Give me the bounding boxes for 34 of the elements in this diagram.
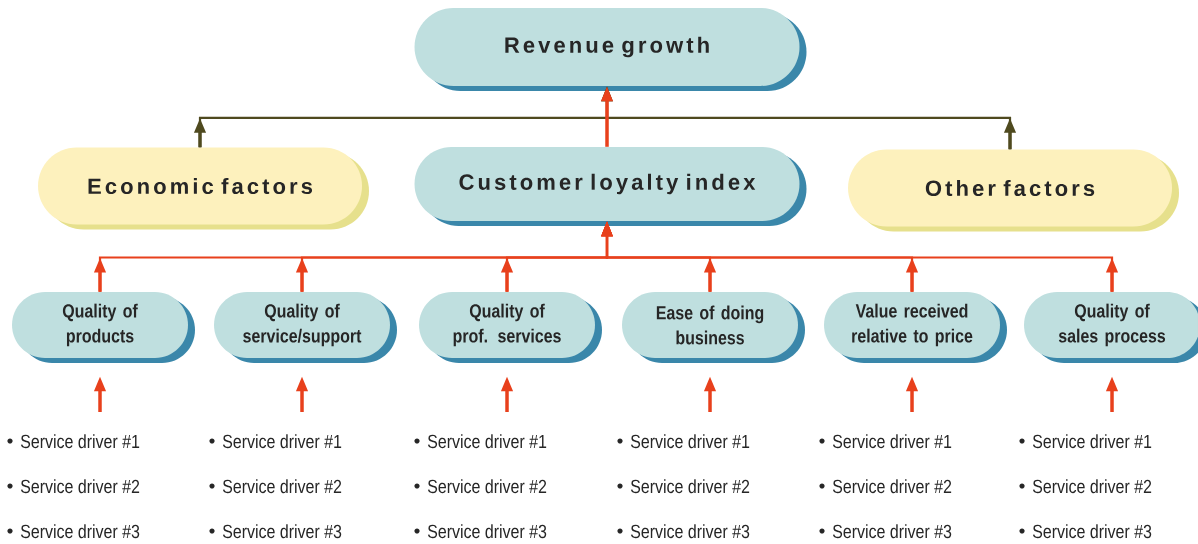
node-label: Service driver #1: [427, 434, 547, 449]
node-label: Service driver #2: [630, 479, 750, 494]
bullet-list: Service driver #1 Service driver #2 Service driver #3: [1019, 434, 1152, 539]
bullet-list: Service driver #1 Service driver #2 Service driver #3: [7, 434, 140, 539]
rounded-box: Quality of products: [12, 292, 195, 363]
node-label: Service driver #1: [20, 434, 140, 449]
bullet-list: Service driver #1 Service driver #2 Service driver #3: [209, 434, 342, 539]
node-label: Service driver #3: [427, 524, 547, 539]
node-label: Service driver #3: [222, 524, 342, 539]
bullet-list: Service driver #1 Service driver #2 Service driver #3: [819, 434, 952, 539]
node-label: Service driver #2: [427, 479, 547, 494]
node-label: Service driver #1: [832, 434, 952, 449]
rounded-box: Quality of sales process: [1024, 292, 1198, 363]
node-label: Service driver #3: [20, 524, 140, 539]
node-label: Service driver #2: [222, 479, 342, 494]
node-label: Service driver #2: [20, 479, 140, 494]
node-label: Service driver #1: [630, 434, 750, 449]
rounded-box: Economic factors: [38, 147, 369, 230]
rounded-box: Revenue growth: [414, 8, 807, 91]
rounded-box: Value received relative to price: [824, 292, 1007, 363]
node-label: Service driver #3: [832, 524, 952, 539]
rounded-box: Other factors: [848, 149, 1179, 232]
node-label: Service driver #3: [630, 524, 750, 539]
node-label: Service driver #2: [1032, 479, 1152, 494]
node-label: Service driver #1: [222, 434, 342, 449]
rounded-box: Ease of doing business: [622, 292, 805, 363]
node-label: Service driver #2: [832, 479, 952, 494]
bullet-list: Service driver #1 Service driver #2 Service driver #3: [414, 434, 547, 539]
node-label: Service driver #1: [1032, 434, 1152, 449]
rounded-box: Customer loyalty index: [414, 147, 807, 226]
node-label: Service driver #3: [1032, 524, 1152, 539]
rounded-box: Quality of service/support: [214, 292, 397, 363]
rounded-box: Quality of prof. services: [419, 292, 602, 363]
bullet-list: Service driver #1 Service driver #2 Service driver #3: [617, 434, 750, 539]
